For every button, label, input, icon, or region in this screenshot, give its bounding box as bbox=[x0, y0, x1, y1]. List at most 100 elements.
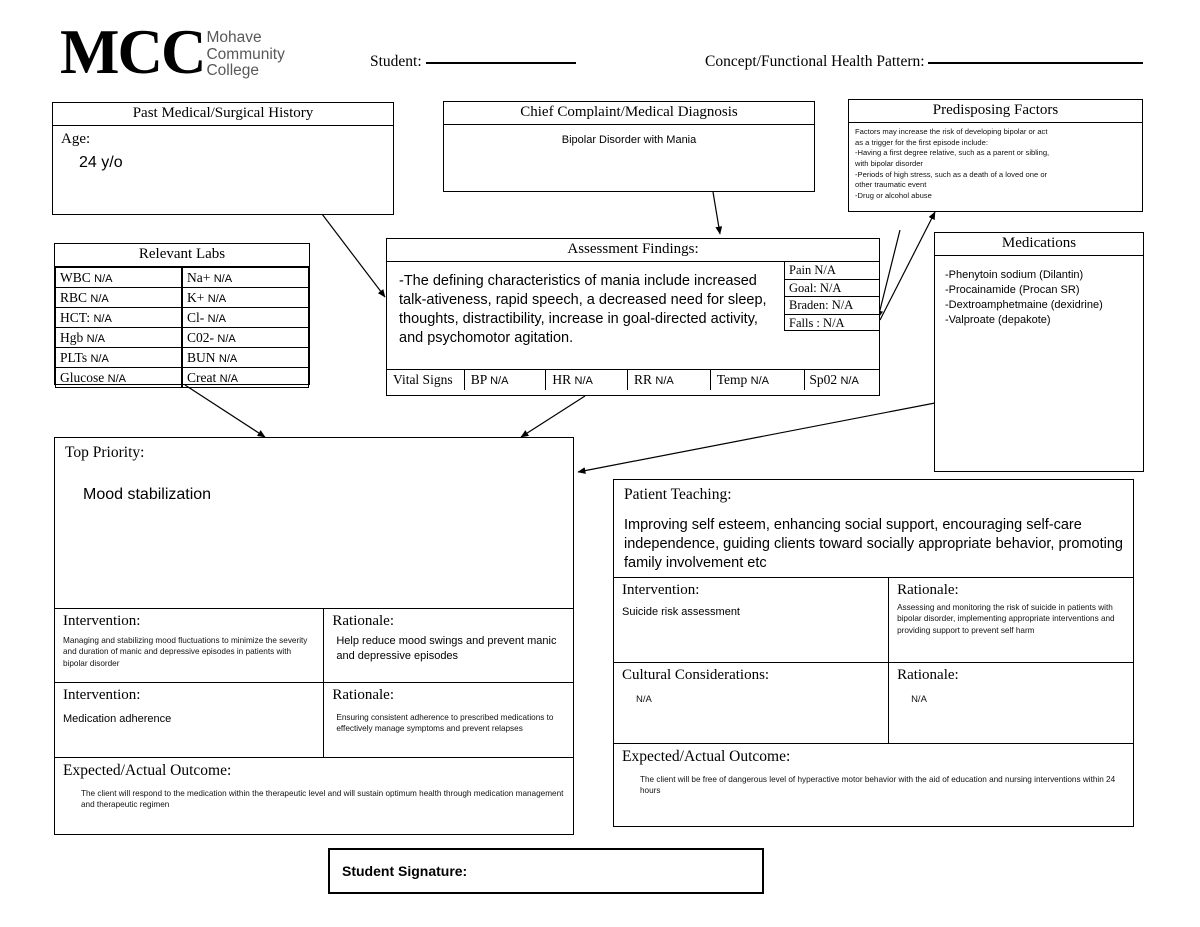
lab-name: Cl- bbox=[187, 309, 205, 325]
pt-rationale-cell: Rationale: Assessing and monitoring the … bbox=[889, 578, 1133, 662]
lab-value: N/A bbox=[86, 332, 105, 345]
past-medical-history-box: Past Medical/Surgical History Age: 24 y/… bbox=[52, 102, 394, 215]
vital-bp-label: BP bbox=[470, 372, 487, 388]
medications-box: Medications -Phenytoin sodium (Dilantin)… bbox=[934, 232, 1144, 472]
outcome-text: The client will be free of dangerous lev… bbox=[640, 775, 1116, 796]
intervention-row-2: Intervention: Medication adherence Ratio… bbox=[55, 682, 573, 757]
lab-cell: PLTs N/A bbox=[55, 347, 182, 369]
arrow-assessment-to-predisposing bbox=[879, 211, 936, 321]
vital-signs-row: Vital Signs BP N/A HR N/A RR N/A Temp N/… bbox=[387, 369, 879, 391]
lab-cell: HCT: N/A bbox=[55, 307, 182, 329]
logo-line-1: Mohave bbox=[206, 29, 262, 46]
concept-field[interactable]: Concept/Functional Health Pattern: bbox=[705, 53, 1144, 71]
vital-hr-value: N/A bbox=[574, 375, 593, 388]
table-row: Glucose N/A bbox=[55, 367, 182, 389]
top-priority-box: Top Priority: Mood stabilization Interve… bbox=[54, 437, 574, 835]
intervention-text: Suicide risk assessment bbox=[622, 606, 740, 618]
score-value: N/A bbox=[819, 280, 842, 295]
concept-label: Concept/Functional Health Pattern: bbox=[705, 53, 925, 70]
outcome-label: Expected/Actual Outcome: bbox=[63, 762, 232, 779]
predisposing-factors-text: Factors may increase the risk of develop… bbox=[849, 123, 1142, 205]
lab-name: Hgb bbox=[60, 329, 84, 345]
lab-value: N/A bbox=[90, 352, 109, 365]
lab-name: RBC bbox=[60, 289, 88, 305]
vital-hr-label: HR bbox=[552, 372, 572, 388]
logo-acronym: MCC bbox=[60, 17, 206, 87]
score-row: Goal: N/A bbox=[784, 278, 880, 297]
arrow-chief-to-assessment bbox=[712, 191, 723, 235]
lab-name: HCT: bbox=[60, 309, 91, 325]
student-field[interactable]: Student: bbox=[370, 53, 576, 71]
lab-cell: Cl- N/A bbox=[182, 307, 309, 329]
lab-value: N/A bbox=[207, 292, 227, 305]
intervention-label: Intervention: bbox=[63, 687, 141, 703]
predisposing-line: -Periods of high stress, such as a death… bbox=[855, 169, 1048, 179]
lab-cell: Hgb N/A bbox=[55, 327, 182, 349]
student-input-rule[interactable] bbox=[425, 62, 576, 64]
lab-name: C02- bbox=[187, 329, 214, 345]
medications-list: -Phenytoin sodium (Dilantin) -Procainami… bbox=[935, 256, 1143, 328]
logo-wordmark: Mohave Community College bbox=[206, 29, 284, 80]
intervention-text: Managing and stabilizing mood fluctuatio… bbox=[63, 636, 308, 668]
table-row: Cl- N/A bbox=[182, 307, 309, 329]
rationale-cell-2: Rationale: Ensuring consistent adherence… bbox=[324, 683, 573, 757]
top-priority-label: Top Priority: bbox=[65, 444, 145, 461]
vital-spo2: Sp02 N/A bbox=[805, 370, 879, 390]
patient-teaching-value: Improving self esteem, enhancing social … bbox=[624, 517, 1123, 571]
arrow-predisposing-to-assessment bbox=[876, 229, 901, 319]
score-value: N/A bbox=[831, 298, 854, 313]
table-row: Hgb N/A bbox=[55, 327, 182, 349]
logo-line-3: College bbox=[206, 62, 260, 79]
chief-complaint-box: Chief Complaint/Medical Diagnosis Bipola… bbox=[443, 101, 815, 192]
lab-name: Glucose bbox=[60, 369, 105, 385]
assessment-scores: Pain N/A Goal: N/A Braden: N/A Falls : N… bbox=[784, 261, 880, 332]
cultural-label: Cultural Considerations: bbox=[622, 667, 770, 683]
score-value: N/A bbox=[814, 263, 836, 278]
labs-right-table: Na+ N/A K+ N/A Cl- N/A C02- N/A BUN N/A bbox=[182, 267, 309, 389]
predisposing-line: with bipolar disorder bbox=[855, 159, 923, 169]
past-medical-history-title: Past Medical/Surgical History bbox=[53, 103, 393, 127]
vital-rr-label: RR bbox=[634, 372, 653, 388]
lab-name: PLTs bbox=[60, 349, 88, 365]
medication-item: -Phenytoin sodium (Dilantin) bbox=[945, 269, 1084, 282]
predisposing-factors-title: Predisposing Factors bbox=[849, 100, 1142, 124]
intervention-cell-2: Intervention: Medication adherence bbox=[55, 683, 325, 757]
pt-outcome-cell: Expected/Actual Outcome: The client will… bbox=[614, 744, 1133, 826]
table-row: Na+ N/A bbox=[182, 267, 309, 289]
vital-temp-value: N/A bbox=[750, 375, 769, 388]
predisposing-line: -Having a first degree relative, such as… bbox=[855, 148, 1050, 158]
rationale-text: N/A bbox=[911, 694, 927, 705]
table-row: PLTs N/A bbox=[55, 347, 182, 369]
pt-intervention-cell: Intervention: Suicide risk assessment bbox=[614, 578, 890, 662]
lab-cell: WBC N/A bbox=[55, 267, 182, 289]
vital-spo2-value: N/A bbox=[840, 375, 859, 388]
lab-cell: C02- N/A bbox=[182, 327, 309, 349]
table-row: Creat N/A bbox=[182, 367, 309, 389]
predisposing-line: other traumatic event bbox=[855, 180, 927, 190]
intervention-text: Medication adherence bbox=[63, 713, 172, 725]
vital-bp: BP N/A bbox=[465, 370, 547, 391]
lab-cell: RBC N/A bbox=[55, 287, 182, 309]
rationale-text: Help reduce mood swings and prevent mani… bbox=[336, 635, 557, 662]
score-label: Braden: bbox=[789, 298, 829, 313]
student-signature-box[interactable]: Student Signature: bbox=[328, 848, 764, 894]
score-label: Goal: bbox=[789, 280, 817, 295]
predisposing-line: Factors may increase the risk of develop… bbox=[855, 127, 1048, 137]
lab-name: Na+ bbox=[187, 269, 211, 285]
concept-input-rule[interactable] bbox=[928, 62, 1144, 64]
intervention-label: Intervention: bbox=[622, 582, 700, 598]
cultural-rationale-cell: Rationale: N/A bbox=[889, 663, 1133, 743]
lab-value: N/A bbox=[90, 292, 109, 305]
rationale-text: Ensuring consistent adherence to prescri… bbox=[336, 713, 554, 734]
table-row: HCT: N/A bbox=[55, 307, 182, 329]
student-label: Student: bbox=[370, 53, 422, 70]
lab-value: N/A bbox=[207, 312, 226, 325]
labs-left-table: WBC N/A RBC N/A HCT: N/A Hgb N/A PLTs N/… bbox=[55, 267, 182, 389]
lab-cell: BUN N/A bbox=[182, 347, 309, 369]
lab-name: WBC bbox=[60, 269, 91, 285]
lab-value: N/A bbox=[213, 272, 233, 285]
rationale-label: Rationale: bbox=[897, 667, 959, 683]
arrow-pmh-to-assessment bbox=[321, 213, 386, 298]
assessment-findings-box: Assessment Findings: -The defining chara… bbox=[386, 238, 880, 396]
patient-teaching-grid: Intervention: Suicide risk assessment Ra… bbox=[614, 577, 1133, 826]
